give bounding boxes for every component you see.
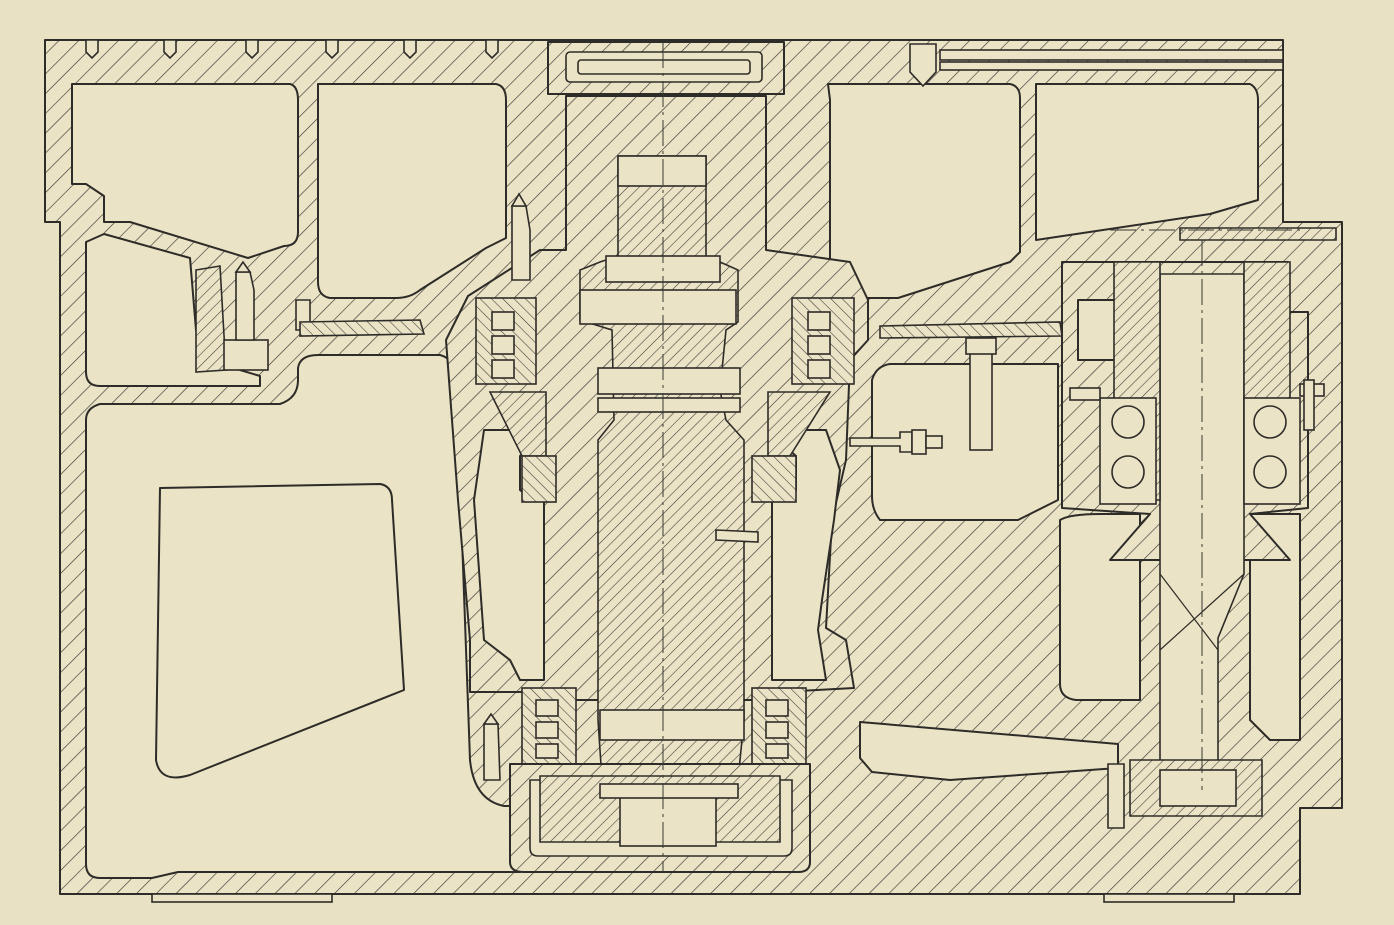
- left-stud-bolt: [235, 271, 255, 341]
- bearing-roller: [535, 699, 559, 717]
- oil-hole-icon: [325, 39, 339, 60]
- center-right-details: [849, 321, 1063, 455]
- shaft-collar-top: [617, 155, 707, 187]
- base-foot-left: [151, 893, 333, 903]
- bottom-nut-bore: [619, 795, 717, 847]
- shaft-step-lower: [599, 709, 745, 741]
- bearing-roller: [491, 335, 515, 355]
- upper-left-cavity-2: [317, 83, 507, 299]
- right-gear-pocket: [1077, 299, 1119, 361]
- bearing-roller: [765, 699, 789, 717]
- bearing-roller: [491, 359, 515, 379]
- adjusting-nut: [911, 429, 927, 455]
- oil-hole-icon: [485, 39, 499, 60]
- left-bearing-cap: [195, 265, 227, 373]
- oil-hole-icon: [85, 39, 99, 60]
- top-right-rail-2: [939, 61, 1284, 71]
- left-seal-strip: [299, 319, 426, 337]
- idler-pin-head: [965, 337, 997, 355]
- bearing-roller: [765, 743, 789, 759]
- bearing-ball: [1253, 455, 1287, 489]
- lower-right-bearing-bore: [1159, 769, 1237, 807]
- right-small-pin: [1303, 379, 1315, 431]
- adjusting-screw-end: [925, 435, 943, 449]
- idler-pin: [969, 339, 993, 451]
- right-spacer-block: [751, 455, 797, 503]
- shaft-step-1: [597, 367, 741, 395]
- bearing-ball: [1111, 405, 1145, 439]
- left-window: [155, 483, 405, 779]
- bearing-ball: [1111, 455, 1145, 489]
- shaft-key-pin: [715, 529, 759, 543]
- oil-hole-icon: [909, 43, 937, 88]
- right-far-cavity: [1249, 513, 1301, 741]
- right-gear-cover: [1179, 227, 1337, 241]
- left-bearing-cover: [223, 339, 269, 371]
- oil-hole-icon: [245, 39, 259, 60]
- top-right-rail: [939, 49, 1284, 61]
- bearing-roller: [807, 311, 831, 331]
- top-oil-holes: [85, 39, 937, 88]
- center-left-bolt-tip: [510, 192, 528, 207]
- bearing-roller: [765, 721, 789, 739]
- bottom-nut-slot: [599, 783, 739, 799]
- bearing-roller: [535, 721, 559, 739]
- base-foot-right: [1103, 893, 1235, 903]
- bearing-roller: [807, 359, 831, 379]
- bearing-roller: [535, 743, 559, 759]
- bottom-left-bolt-tip: [482, 712, 500, 725]
- right-screw-left: [1069, 387, 1101, 401]
- upper-right-cavity: [827, 83, 1021, 299]
- center-left-bolt: [511, 205, 531, 281]
- oil-hole-icon: [403, 39, 417, 60]
- right-gear-assembly: [1061, 227, 1337, 829]
- central-spindle-assembly: [445, 41, 869, 873]
- bearing-roller: [491, 311, 515, 331]
- oil-hole-icon: [163, 39, 177, 60]
- upper-right-cavity-2: [1035, 83, 1259, 241]
- bearing-ball: [1253, 405, 1287, 439]
- bottom-left-bolt: [483, 723, 501, 781]
- left-side-details: [195, 192, 531, 781]
- shaft-step-2: [597, 397, 741, 413]
- lower-right-bolt: [1107, 763, 1125, 829]
- left-stud-tip: [234, 260, 252, 273]
- right-middle-cavity: [871, 363, 1059, 521]
- bottom-right-chamber: [859, 721, 1119, 781]
- shaft-collar-mid: [579, 289, 737, 325]
- top-cap-slot-inner: [577, 59, 751, 75]
- left-spacer-block: [521, 455, 557, 503]
- upper-left-cavity: [71, 83, 299, 259]
- bearing-roller: [807, 335, 831, 355]
